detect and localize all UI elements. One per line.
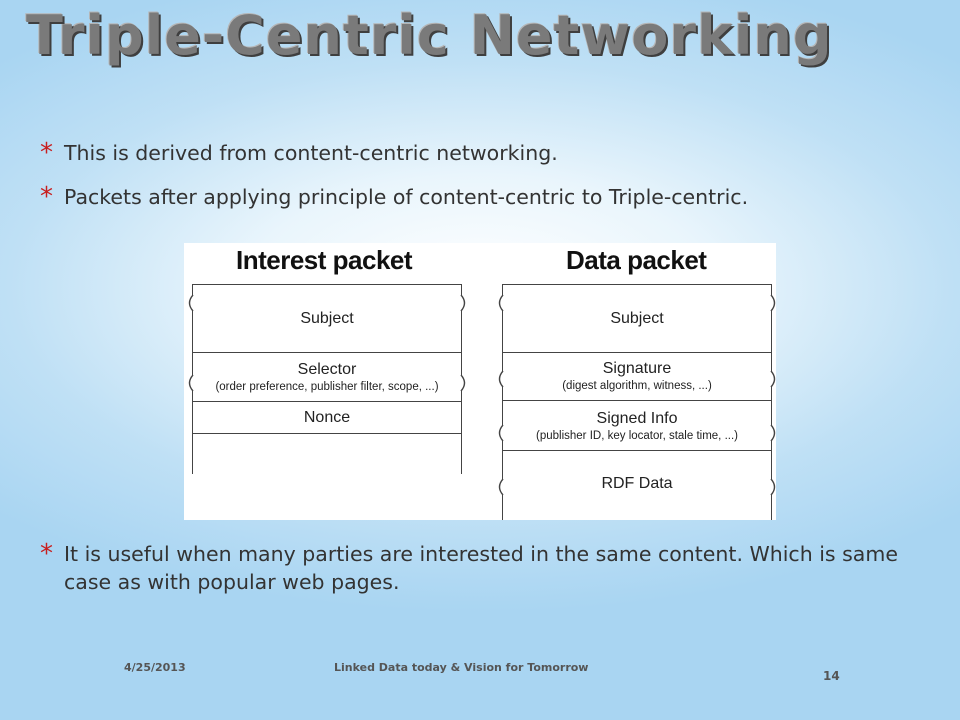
data-field-signed-info: Signed Info (publisher ID, key locator, … [503,401,771,451]
footer-date: 4/25/2013 [124,661,186,674]
field-name: Nonce [303,408,351,426]
field-name: Subject [300,309,354,327]
data-packet: Subject Signature (digest algorithm, wit… [502,284,772,520]
field-name: Signature [602,360,672,377]
slide-title: Triple-Centric Networking [26,4,833,67]
field-name: Selector [297,360,357,378]
bullet-text: This is derived from content-centric net… [64,141,558,165]
field-name: Subject [610,309,664,327]
page-number: 14 [823,669,840,683]
packet-diagram: Interest packet Data packet Subject Sele… [184,243,776,520]
interest-field-nonce: Nonce [193,402,461,434]
field-detail: (publisher ID, key locator, stale time, … [536,429,738,442]
data-field-signature: Signature (digest algorithm, witness, ..… [503,352,771,401]
data-field-subject: Subject [503,284,771,353]
data-field-rdf-data: RDF Data [503,451,771,517]
bullet-marker: * [40,539,53,569]
bullet-marker: * [40,182,53,212]
bullet-marker: * [40,138,53,168]
field-detail: (digest algorithm, witness, ...) [562,380,712,392]
data-packet-heading: Data packet [566,245,707,275]
bullet-item: * It is useful when many parties are int… [40,540,920,596]
packet-tear-marks [188,294,776,496]
field-name: RDF Data [601,475,673,492]
interest-packet-heading: Interest packet [236,245,413,275]
interest-field-selector: Selector (order preference, publisher fi… [193,352,461,402]
interest-packet: Subject Selector (order preference, publ… [192,284,462,474]
bullet-text: Packets after applying principle of cont… [64,185,749,209]
field-name: Signed Info [596,409,678,427]
footer-title: Linked Data today & Vision for Tomorrow [334,661,589,674]
bullet-item: * This is derived from content-centric n… [40,139,920,167]
bullet-item: * Packets after applying principle of co… [40,183,920,211]
interest-field-subject: Subject [193,284,461,353]
field-detail: (order preference, publisher filter, sco… [215,380,439,393]
bullet-text: It is useful when many parties are inter… [64,542,898,594]
